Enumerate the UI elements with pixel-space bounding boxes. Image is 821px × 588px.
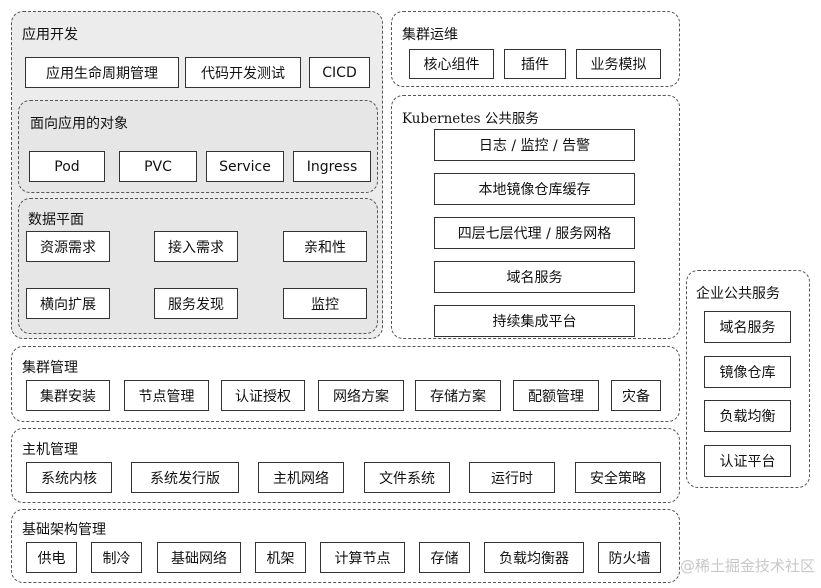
enterprise-title: 企业公共服务: [696, 286, 780, 302]
os-distribution-box: 系统发行版: [131, 462, 239, 493]
local-image-cache-box: 本地镜像仓库缓存: [434, 173, 635, 205]
file-system-box: 文件系统: [364, 462, 450, 493]
pod-box: Pod: [29, 151, 105, 182]
quota-mgmt-box: 配额管理: [513, 380, 599, 411]
host-mgmt-title: 主机管理: [22, 442, 78, 458]
storage-solution-box: 存储方案: [415, 380, 501, 411]
cluster-mgmt-title: 集群管理: [22, 360, 78, 376]
infra-mgmt-title: 基础架构管理: [22, 522, 106, 538]
dns-service-box: 域名服务: [434, 261, 635, 293]
security-policy-box: 安全策略: [575, 462, 661, 493]
cluster-install-box: 集群安装: [26, 380, 110, 411]
app-objects-title: 面向应用的对象: [30, 116, 128, 132]
rack-box: 机架: [255, 542, 306, 573]
service-box: Service: [206, 151, 284, 182]
k8s-public-group: [391, 95, 680, 339]
node-mgmt-box: 节点管理: [124, 380, 209, 411]
logging-monitoring-alert-box: 日志 / 监控 / 告警: [434, 129, 635, 161]
cluster-mgmt-group: [11, 346, 680, 422]
host-mgmt-group: [11, 428, 680, 503]
k8s-public-title: Kubernetes 公共服务: [402, 111, 539, 127]
data-plane-title: 数据平面: [28, 212, 84, 228]
ent-auth-platform-box: 认证平台: [704, 445, 791, 477]
cluster-ops-title: 集群运维: [402, 27, 458, 43]
pvc-box: PVC: [119, 151, 197, 182]
affinity-box: 亲和性: [283, 231, 367, 262]
cluster-ops-group: [391, 11, 680, 87]
power-supply-box: 供电: [26, 542, 77, 573]
disaster-recovery-box: 灾备: [611, 380, 661, 411]
core-components-box: 核心组件: [409, 49, 494, 79]
ent-dns-box: 域名服务: [704, 311, 791, 343]
network-solution-box: 网络方案: [318, 380, 404, 411]
base-network-box: 基础网络: [157, 542, 241, 573]
system-kernel-box: 系统内核: [26, 462, 112, 493]
infra-mgmt-group: [11, 509, 680, 583]
storage-box: 存储: [419, 542, 470, 573]
app-dev-title: 应用开发: [22, 27, 78, 43]
service-discovery-box: 服务发现: [154, 288, 238, 319]
resource-needs-box: 资源需求: [26, 231, 110, 262]
load-balancer-box: 负载均衡器: [484, 542, 584, 573]
compute-node-box: 计算节点: [320, 542, 405, 573]
plugins-box: 插件: [504, 49, 566, 79]
cicd-box: CICD: [309, 57, 370, 88]
code-dev-test-box: 代码开发测试: [185, 57, 301, 88]
l4-l7-proxy-mesh-box: 四层七层代理 / 服务网格: [434, 217, 635, 249]
ent-image-registry-box: 镜像仓库: [704, 356, 791, 388]
horizontal-scale-box: 横向扩展: [26, 288, 110, 319]
host-network-box: 主机网络: [258, 462, 344, 493]
auth-authz-box: 认证授权: [221, 380, 305, 411]
access-needs-box: 接入需求: [154, 231, 238, 262]
watermark: @稀土掘金技术社区: [679, 557, 815, 575]
runtime-box: 运行时: [469, 462, 555, 493]
monitoring-box: 监控: [283, 288, 367, 319]
enterprise-group: [686, 270, 810, 488]
app-lifecycle-box: 应用生命周期管理: [25, 57, 179, 88]
ingress-box: Ingress: [293, 151, 371, 182]
cooling-box: 制冷: [91, 542, 142, 573]
firewall-box: 防火墙: [598, 542, 661, 573]
ci-platform-box: 持续集成平台: [434, 305, 635, 337]
business-simulation-box: 业务模拟: [576, 49, 661, 79]
ent-load-balance-box: 负载均衡: [704, 400, 791, 432]
